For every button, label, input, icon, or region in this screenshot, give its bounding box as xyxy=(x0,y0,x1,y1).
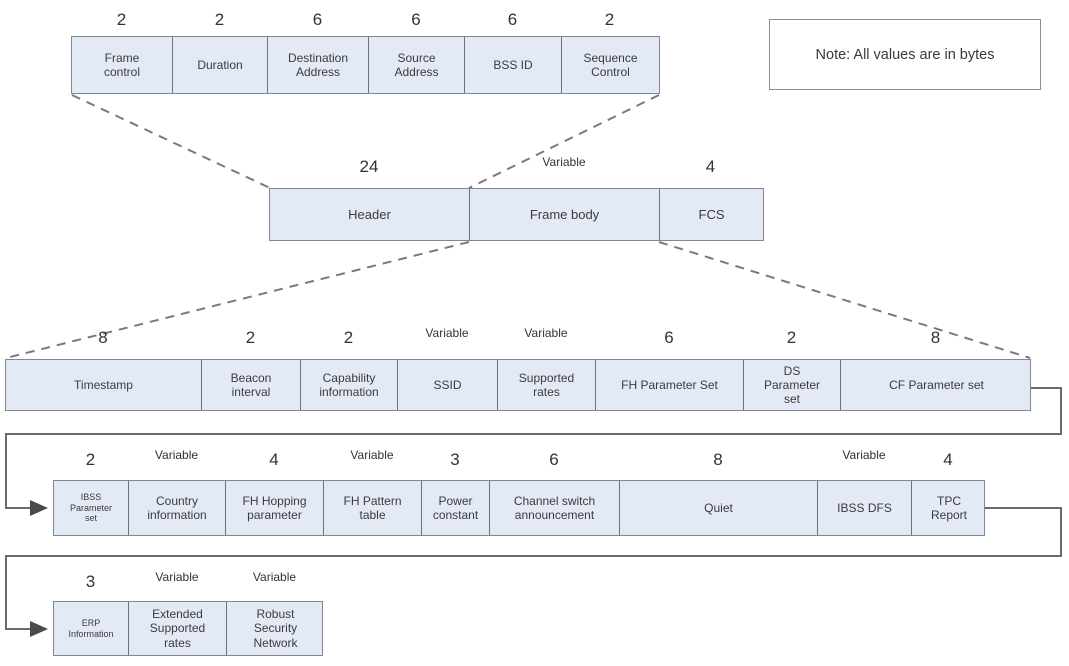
field-length-label: Variable xyxy=(842,448,886,462)
note-box: Note: All values are in bytes xyxy=(769,19,1041,90)
field-cell: Timestamp xyxy=(6,360,202,410)
field-length-label: 24 xyxy=(359,157,379,176)
field-cell: Quiet xyxy=(620,481,818,535)
frame-overview-row: Header Frame body FCS xyxy=(269,188,764,241)
field-length-label: Variable xyxy=(425,326,469,340)
field-length-label: 2 xyxy=(214,10,225,29)
field-cell: FCS xyxy=(660,189,763,240)
field-length-label: 2 xyxy=(245,328,256,347)
field-length-label: 8 xyxy=(930,328,941,347)
field-length-label: 3 xyxy=(450,450,460,469)
field-length-label: 2 xyxy=(116,10,127,29)
field-cell: Duration xyxy=(173,37,268,93)
field-length-label: 2 xyxy=(343,328,354,347)
field-length-label: 6 xyxy=(549,450,559,469)
field-cell: IBSS DFS xyxy=(818,481,912,535)
field-cell: BSS ID xyxy=(465,37,562,93)
field-length-label: 6 xyxy=(312,10,323,29)
field-label: FCS xyxy=(698,206,725,222)
field-length-label: Variable xyxy=(524,326,568,340)
field-cell: FH Parameter Set xyxy=(596,360,744,410)
field-length-label: Variable xyxy=(252,570,297,584)
field-length-label: 2 xyxy=(85,450,96,469)
field-label: Duration xyxy=(197,57,243,72)
field-label: Frame body xyxy=(529,206,600,222)
field-label: SSID xyxy=(433,377,462,392)
field-length-label: Variable xyxy=(542,155,586,169)
field-cell: Header xyxy=(270,189,470,240)
field-length-label: 2 xyxy=(786,328,797,347)
field-label: FH Parameter Set xyxy=(621,377,718,392)
note-text: Note: All values are in bytes xyxy=(815,46,995,63)
field-cell: Frame body xyxy=(470,189,660,240)
field-label: Header xyxy=(348,206,391,222)
field-label: Quiet xyxy=(704,500,733,515)
field-label: CF Parameter set xyxy=(889,377,984,392)
field-length-label: Variable xyxy=(155,570,199,584)
field-length-label: 4 xyxy=(269,450,279,469)
field-label: Timestamp xyxy=(74,377,133,392)
field-label: BSS ID xyxy=(493,57,533,72)
field-length-label: 4 xyxy=(943,450,953,469)
field-length-label: 6 xyxy=(664,328,674,347)
field-length-label: 3 xyxy=(85,572,96,591)
field-cell: SSID xyxy=(398,360,498,410)
field-length-label: 6 xyxy=(411,10,421,29)
field-cell: CF Parameter set xyxy=(841,360,1032,410)
field-length-label: Variable xyxy=(350,448,394,462)
field-length-label: 4 xyxy=(705,157,716,176)
field-length-label: 8 xyxy=(98,328,108,347)
field-length-label: Variable xyxy=(154,448,199,462)
field-length-label: 6 xyxy=(507,10,518,29)
field-length-label: 8 xyxy=(713,450,723,469)
field-length-label: 2 xyxy=(604,10,615,29)
field-label: IBSS DFS xyxy=(837,500,892,515)
